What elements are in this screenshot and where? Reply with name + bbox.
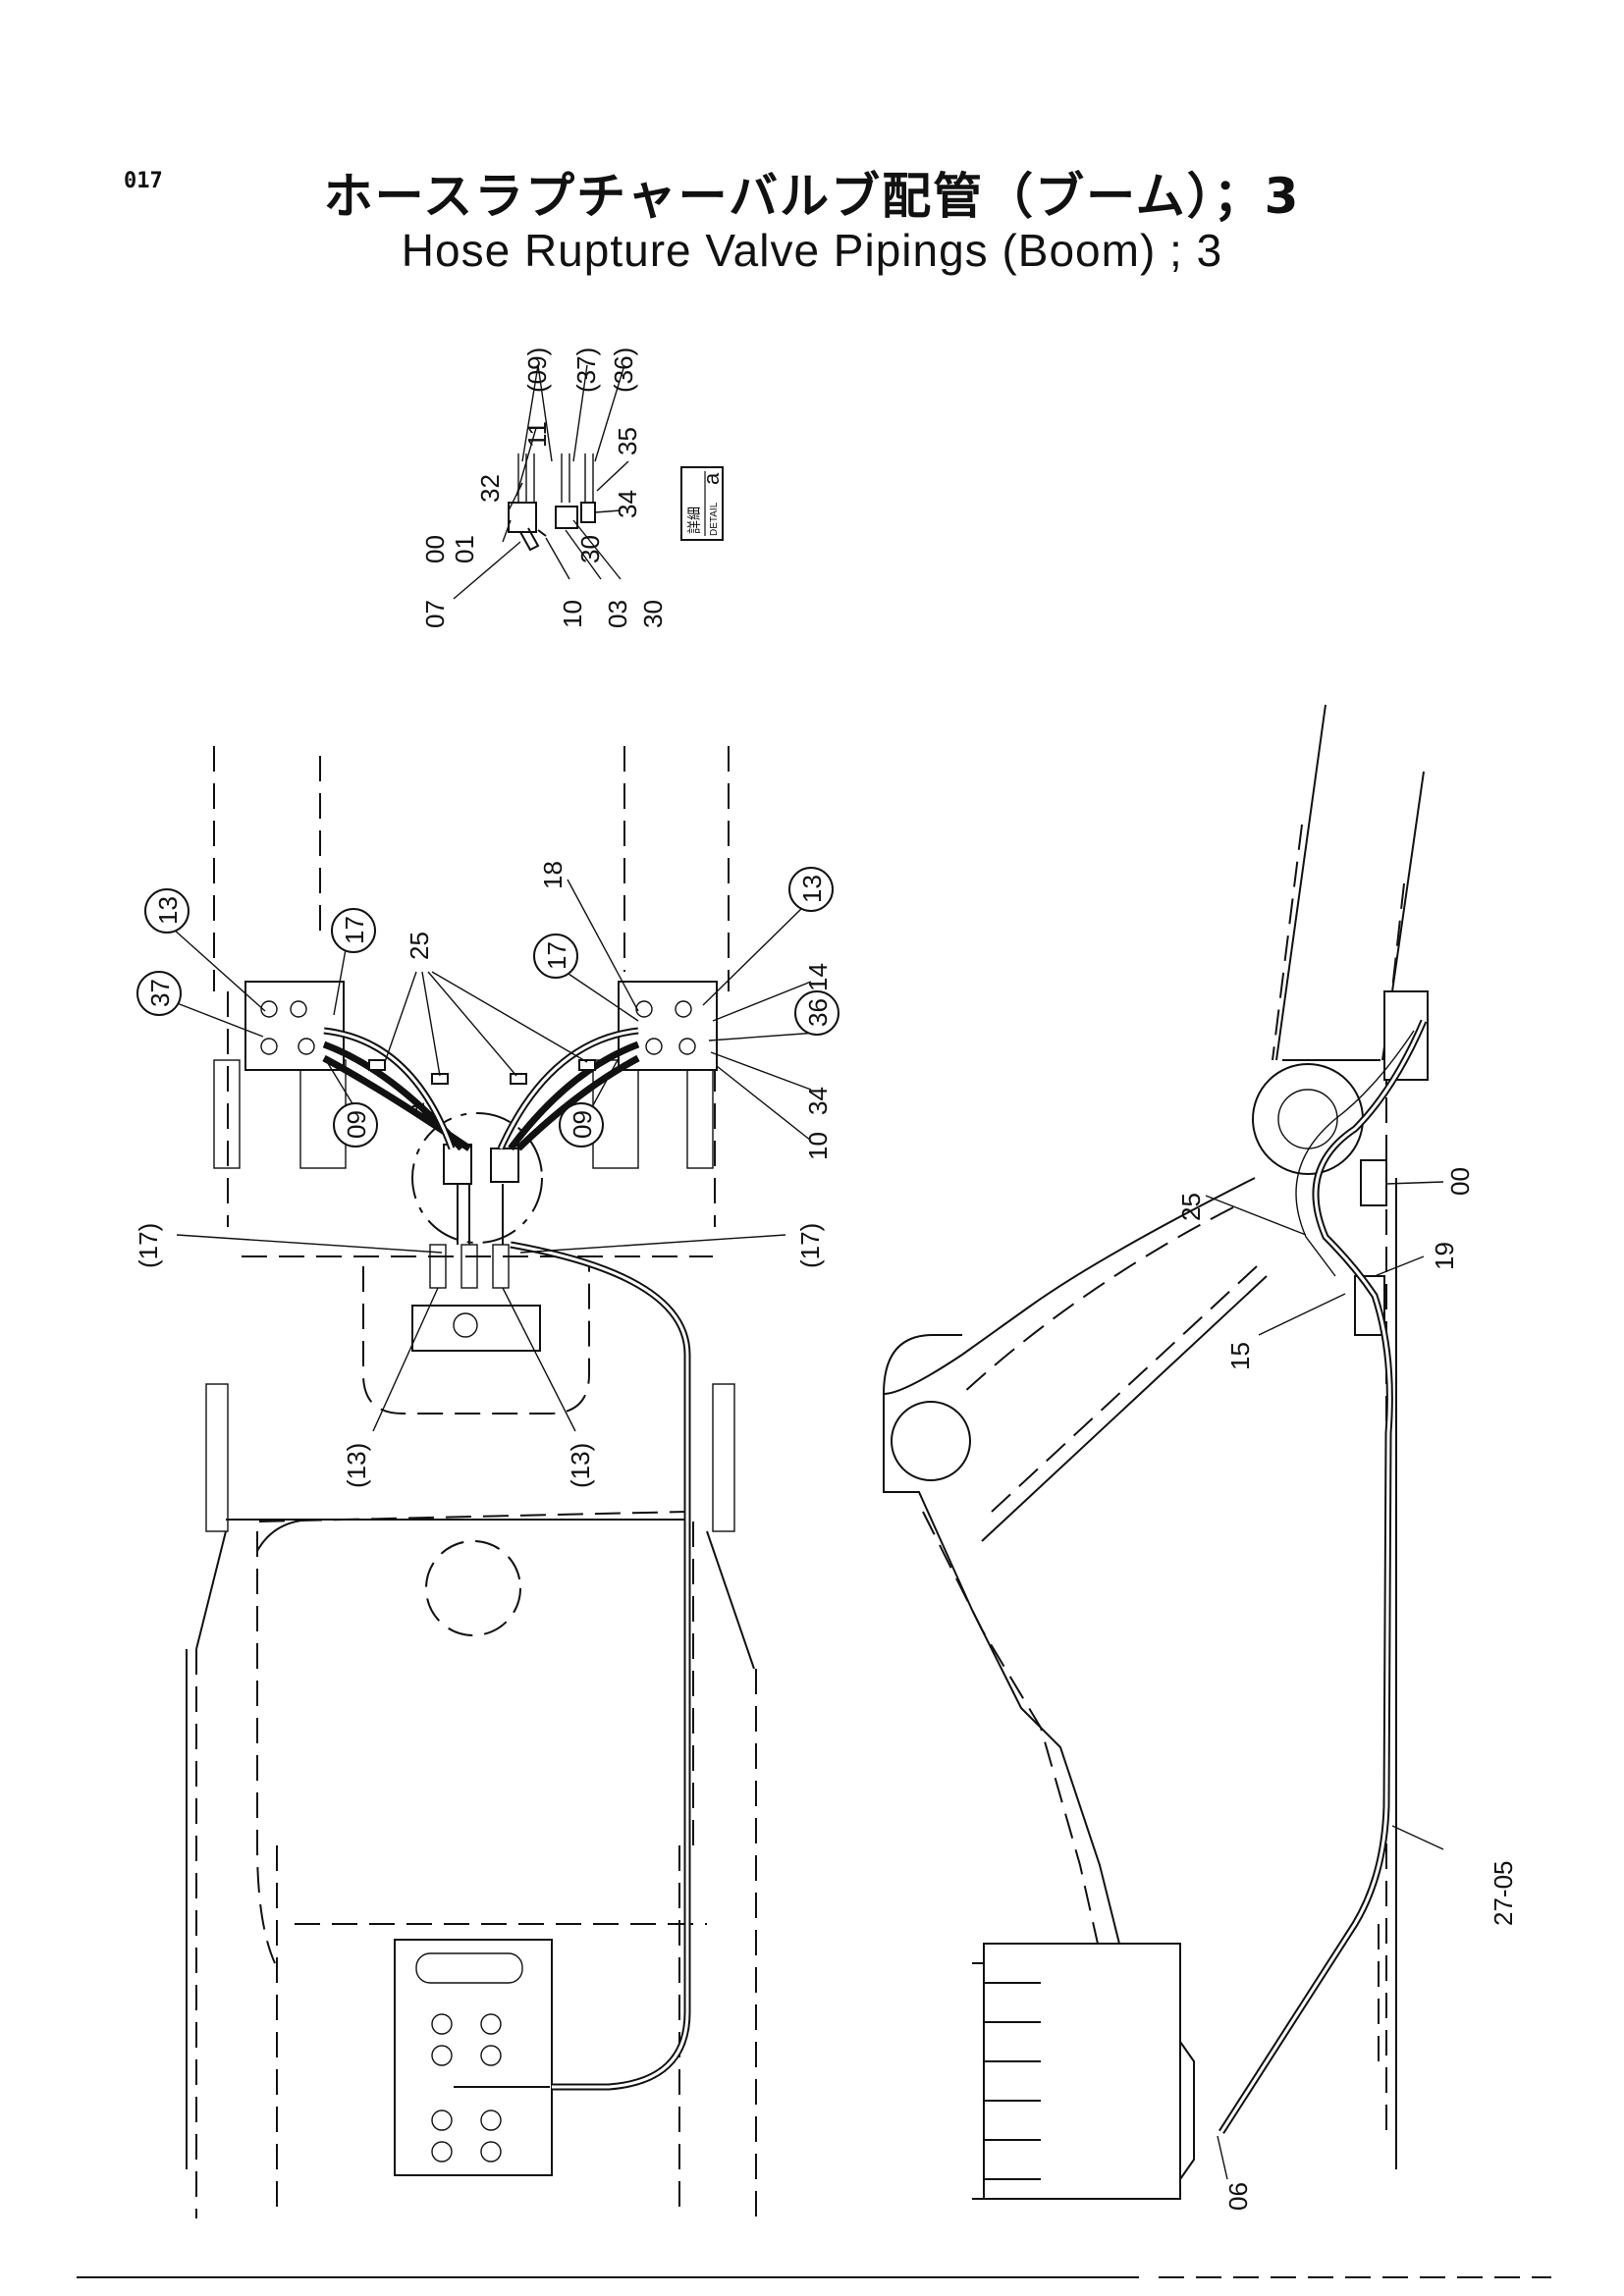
plan-label-34: 34 (803, 1087, 833, 1115)
side-label-15: 15 (1225, 1342, 1255, 1370)
plan-label-36: 36 (803, 998, 833, 1027)
detail-label-30-lower: 30 (638, 600, 668, 628)
side-label-00: 00 (1445, 1167, 1475, 1196)
plan-view: 13 37 17 25 09 18 17 13 14 36 09 34 10 a… (134, 746, 839, 2218)
plan-label-14: 14 (803, 963, 833, 991)
detail-valve-right (555, 506, 578, 529)
plan-label-10: 10 (803, 1132, 833, 1160)
plan-detail-marker-a: a (401, 1102, 430, 1117)
detail-label-34: 34 (613, 490, 642, 518)
plan-label-25: 25 (405, 932, 434, 960)
plan-label-18: 18 (538, 861, 568, 889)
detail-tag-en: DETAIL (709, 502, 720, 536)
detail-a-view: (09) (37) (36) 11 35 32 34 00 01 30 07 1… (420, 347, 724, 628)
detail-label-30-upper: 30 (575, 535, 605, 563)
detail-valve-left (508, 502, 537, 533)
plan-label-17-paren-right: (17) (795, 1223, 825, 1268)
plan-label-13-left: 13 (153, 896, 183, 925)
side-label-19: 19 (1430, 1242, 1459, 1270)
detail-label-01: 01 (450, 535, 479, 563)
plan-hose-rupture-valve-left (244, 981, 345, 1071)
plan-label-13-paren-right: (13) (566, 1443, 595, 1488)
detail-label-10: 10 (558, 600, 587, 628)
plan-label-13-paren-left: (13) (342, 1443, 371, 1488)
plan-label-17-left: 17 (340, 916, 369, 944)
page-title-japanese: ホースラプチャーバルブ配管（ブーム）；3 (323, 168, 1301, 225)
detail-tag-ja: 詳細 (686, 507, 702, 534)
plan-label-09-left: 09 (342, 1110, 371, 1139)
plan-label-17-right: 17 (542, 941, 571, 970)
side-view: 25 00 19 15 27-05 06 (883, 704, 1518, 2211)
detail-label-32: 32 (475, 474, 505, 503)
detail-label-36: (36) (609, 347, 638, 393)
detail-label-07: 07 (420, 600, 450, 628)
side-label-27-05: 27-05 (1489, 1861, 1518, 1927)
side-label-06: 06 (1223, 2182, 1253, 2211)
side-label-25: 25 (1176, 1193, 1206, 1221)
plan-hose-rupture-valve-right (618, 981, 718, 1071)
detail-tag-letter: a (699, 472, 724, 485)
plan-label-37: 37 (145, 979, 175, 1007)
page-number: 017 (124, 169, 163, 193)
detail-label-35: 35 (613, 427, 642, 455)
plan-label-13-right: 13 (797, 875, 827, 903)
side-hose-rupture-valve (1383, 990, 1429, 1081)
detail-label-11: 11 (522, 421, 552, 448)
detail-label-37: (37) (571, 347, 601, 393)
plan-label-17-paren-left: (17) (134, 1223, 163, 1268)
side-valve-00 (1360, 1159, 1387, 1206)
detail-a-tag: 詳細 DETAIL a (680, 466, 724, 541)
plan-control-valve (394, 1939, 553, 2176)
page-title-english: Hose Rupture Valve Pipings (Boom) ; 3 (401, 225, 1223, 276)
side-control-valve (972, 1943, 1195, 2200)
detail-label-00: 00 (420, 535, 450, 563)
detail-label-03: 03 (603, 600, 632, 628)
detail-label-09: (09) (522, 347, 552, 393)
plan-label-09-right: 09 (568, 1110, 597, 1139)
